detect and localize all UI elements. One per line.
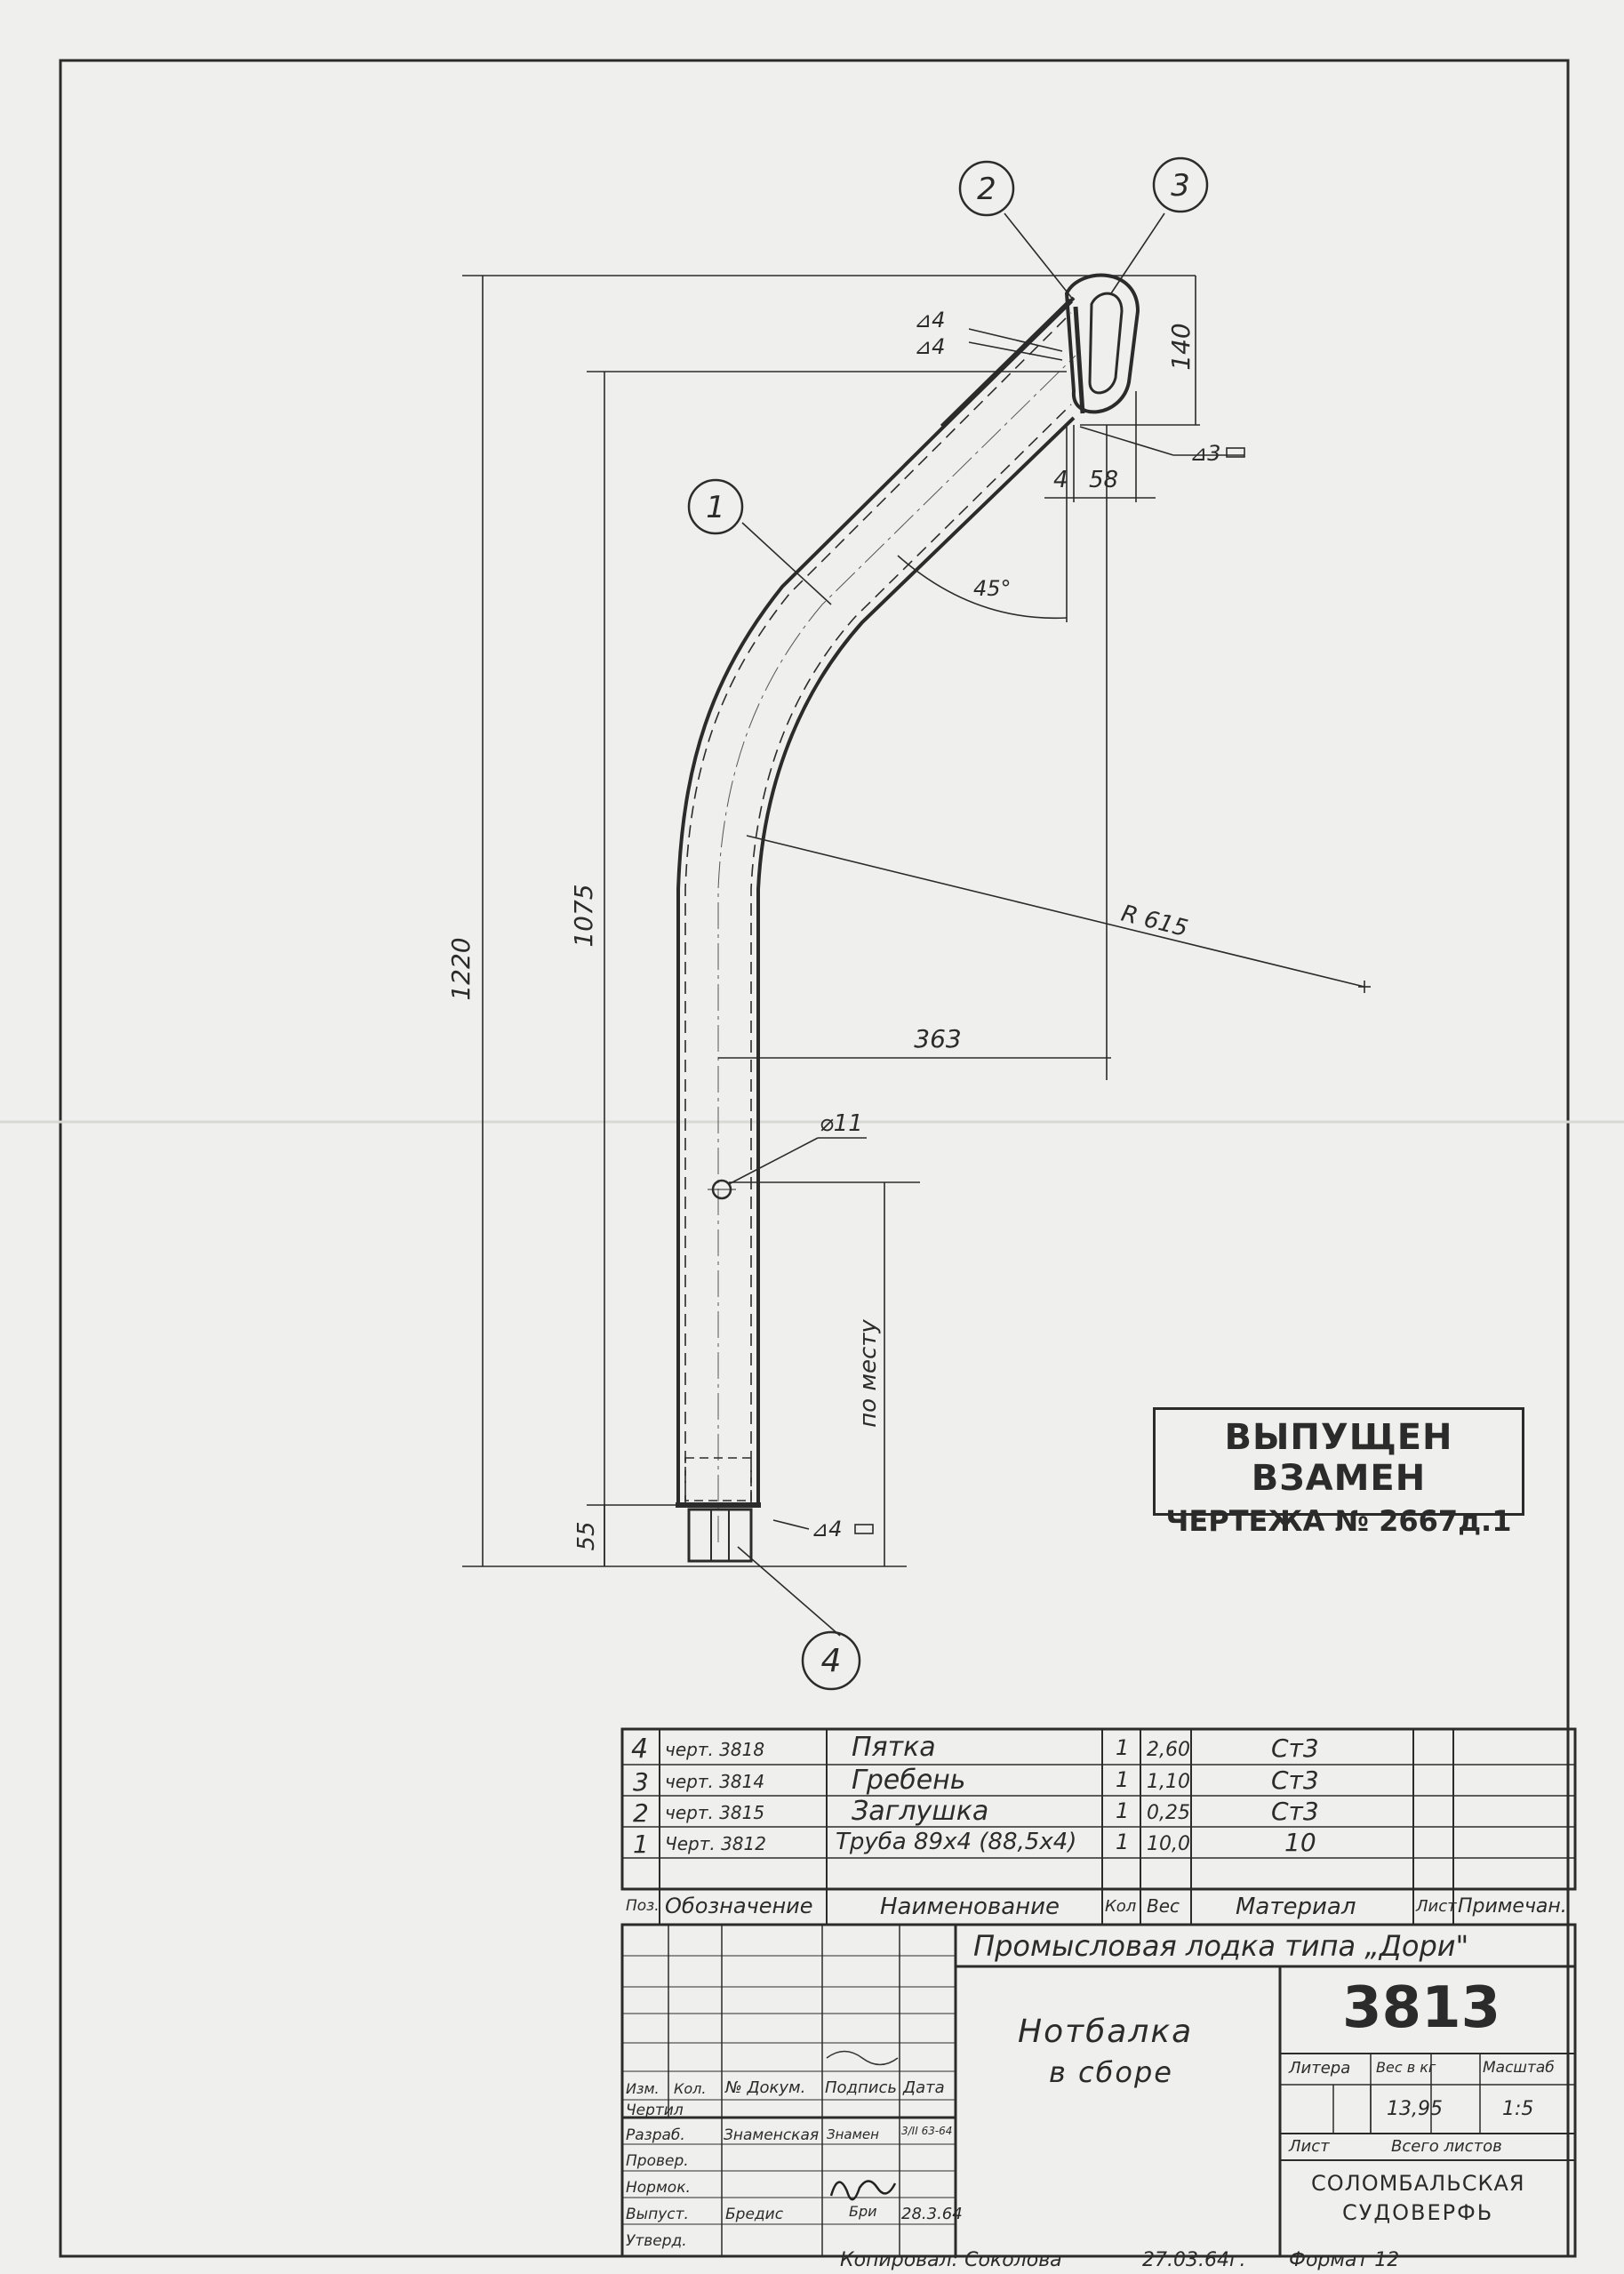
org-line-2: СУДОВЕРФЬ [1342,2200,1494,2225]
dim-radius: R 615 [1118,901,1190,942]
part-qty: 1 [1116,1830,1130,1854]
part-material: Ст3 [1271,1734,1319,1763]
part-designation: черт. 3814 [665,1771,765,1792]
scale-value: 1:5 [1502,2098,1534,2120]
sheet-frame [59,59,1570,2258]
copy-date: 27.03.64г. [1142,2249,1246,2271]
weld-4: ⊿4 [811,1517,842,1541]
part-qty: 1 [1116,1735,1130,1760]
header-name: Наименование [880,1894,1060,1920]
part-pos: 2 [633,1798,649,1828]
issuer-name: Бредис [725,2206,784,2223]
dim-by-place: по месту [855,1319,882,1428]
role-norm: Нормок. [626,2179,691,2197]
project-title: Промысловая лодка типа „Дори" [973,1929,1469,1963]
weld-1: ⊿4 [914,308,945,332]
part-callouts: 1 2 3 4 [687,156,1209,1691]
dim-hole: ⌀11 [820,1110,863,1137]
header-sheet: Лист [1416,1897,1457,1916]
part-weight: 10,0 [1147,1833,1190,1855]
davit-pipe [676,273,1140,1563]
part-material: Ст3 [1271,1766,1319,1795]
part-qty: 1 [1116,1767,1130,1792]
dim-55: 55 [573,1521,600,1550]
weld-2: ⊿4 [914,334,945,359]
weld-3: ⊿3 [1189,441,1220,466]
format-label: Формат 12 [1289,2249,1400,2271]
weight-value: 13,95 [1387,2098,1443,2120]
part-name: Труба 89х4 (88,5х4) [836,1829,1077,1855]
dim-1075: 1075 [569,884,598,947]
developer-signature [826,2050,899,2066]
issuer-signature [829,2180,897,2201]
role-issued: Выпуст. [626,2206,689,2223]
developer-date: 3/II 63-64 [901,2125,953,2137]
dimension-texts: 1220 1075 140 55 363 4 58 R 615 45° ⌀11 … [446,308,1220,1551]
scale-label: Масштаб [1483,2059,1555,2077]
role-developed: Разраб. [626,2126,685,2144]
copied-by: Копировал: Соколова [840,2249,1062,2271]
callout-2: 2 [977,172,996,207]
part-qty: 1 [1116,1798,1130,1823]
col-header-qty: Кол. [674,2080,707,2097]
role-checked: Провер. [626,2152,689,2170]
developer-name: Знаменская [724,2126,820,2144]
part-weight: 1,10 [1147,1771,1190,1793]
title-block [620,1923,1577,2258]
header-qty: Кол [1105,1897,1137,1916]
stamp-line-1: ВЫПУЩЕН ВЗАМЕН [1224,1417,1453,1499]
sheet-label: Лист [1289,2137,1330,2156]
part-designation: Черт. 3812 [665,1833,766,1854]
dim-angle: 45° [973,576,1012,601]
part-material: 10 [1284,1828,1316,1857]
callout-3: 3 [1171,168,1190,204]
dim-140: 140 [1166,323,1196,370]
replacement-stamp: ВЫПУЩЕН ВЗАМЕН ЧЕРТЕЖА № 2667д.1 [1153,1407,1524,1538]
dim-363: 363 [914,1024,961,1053]
col-header-change: Изм. [626,2080,660,2097]
item-name-1: Нотбалка [1018,2014,1194,2050]
developer-sign-text: Знамен [827,2126,879,2142]
sheets-total-label: Всего листов [1391,2137,1502,2156]
part-pos: 4 [631,1734,649,1765]
issuer-date: 28.3.64 [901,2205,963,2223]
part-name: Гребень [852,1765,966,1796]
item-name-2: в сборе [1049,2055,1173,2089]
role-drawn: Чертил [626,2102,684,2119]
col-header-doc: № Докум. [725,2078,806,2097]
dimension-lines [462,212,1371,1637]
part-designation: черт. 3818 [665,1739,765,1760]
col-header-date: Дата [903,2078,945,2097]
part-material: Ст3 [1271,1797,1319,1826]
part-weight: 2,60 [1147,1739,1190,1761]
dim-58: 58 [1089,467,1118,493]
part-name: Заглушка [852,1796,989,1827]
callout-1: 1 [706,490,725,525]
part-designation: черт. 3815 [665,1802,765,1823]
header-designation: Обозначение [665,1894,813,1918]
callout-4: 4 [821,1643,842,1679]
header-pos: Поз. [626,1897,660,1915]
issuer-sign-text: Бри [849,2203,877,2220]
header-material: Материал [1236,1894,1356,1920]
part-pos: 3 [633,1767,649,1797]
part-weight: 0,25 [1147,1802,1190,1824]
stamp-line-2: ЧЕРТЕЖА № 2667д.1 [1165,1504,1512,1538]
part-name: Пятка [852,1732,936,1763]
org-line-1: СОЛОМБАЛЬСКАЯ [1311,2171,1525,2196]
dim-1220: 1220 [446,937,476,1000]
part-pos: 1 [633,1830,649,1859]
header-weight: Вес [1147,1895,1180,1917]
col-header-sign: Подпись [825,2078,897,2097]
weight-label: Вес в кг [1376,2059,1436,2076]
litera-label: Литера [1289,2059,1351,2078]
dim-4: 4 [1053,467,1068,493]
drawing-number: 3813 [1342,1975,1501,2041]
header-notes: Примечан. [1458,1895,1567,1918]
role-approved: Утверд. [626,2232,687,2250]
